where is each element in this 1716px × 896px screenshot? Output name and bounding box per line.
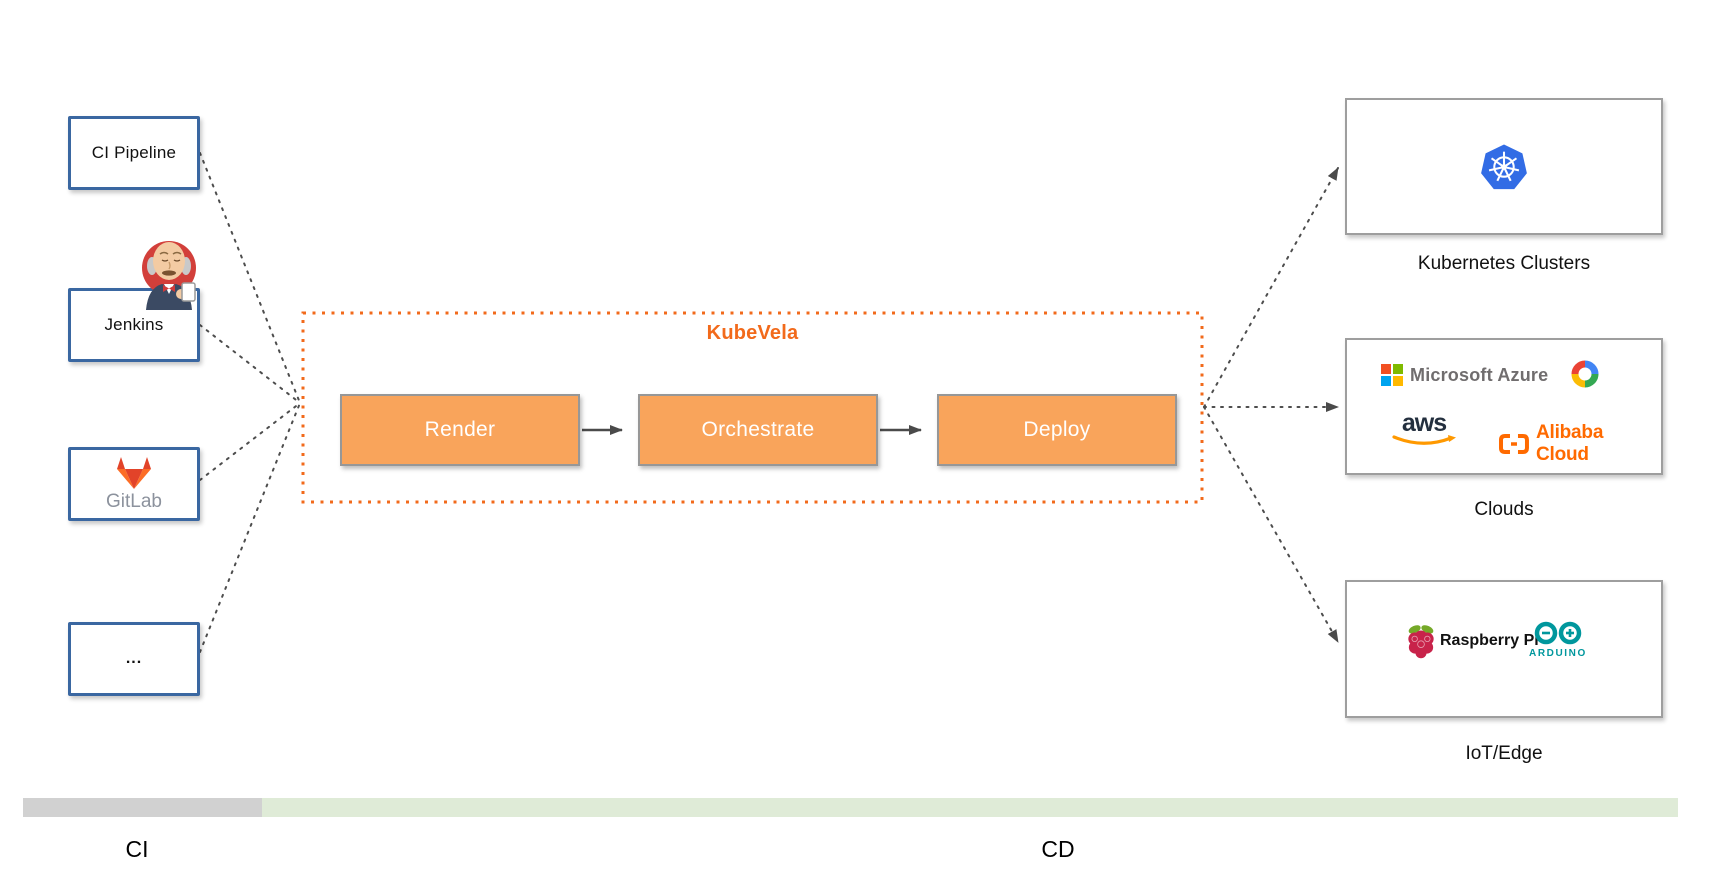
- aws-smile-icon: [1392, 435, 1456, 445]
- aws-label: aws: [1401, 409, 1447, 437]
- stage-deploy-label: Deploy: [1023, 418, 1091, 441]
- connector-kubevela-to-kubernetes: [1203, 167, 1339, 408]
- jenkins-box: Jenkins: [68, 288, 200, 362]
- connector-ci-pipeline-to-kubevela: [199, 152, 301, 404]
- clouds-caption: Clouds: [1474, 499, 1534, 520]
- stage-orchestrate-box: Orchestrate: [638, 394, 878, 466]
- arduino-logo: ARDUINO: [1529, 620, 1587, 659]
- connector-more-to-kubevela: [199, 402, 301, 653]
- arduino-icon: [1534, 621, 1582, 645]
- ci-pipeline-label: CI Pipeline: [91, 143, 177, 162]
- raspberry-pi-logo: Raspberry Pi: [1405, 622, 1539, 660]
- raspberry-pi-icon: [1408, 625, 1434, 659]
- iot-edge-caption: IoT/Edge: [1465, 743, 1543, 764]
- google-cloud-icon: [1571, 360, 1599, 388]
- cd-bar-segment: [262, 798, 1678, 817]
- ci-pipeline-box: CI Pipeline: [68, 116, 200, 190]
- kubernetes-clusters-box: [1345, 98, 1663, 235]
- stage-render-box: Render: [340, 394, 580, 466]
- alibaba-cloud-label: Alibaba Cloud: [1535, 422, 1604, 465]
- more-sources-box: ...: [68, 622, 200, 696]
- microsoft-azure-logo: Microsoft Azure: [1381, 364, 1548, 386]
- kubernetes-icon: [1481, 144, 1527, 189]
- raspberry-pi-label: Raspberry Pi: [1440, 632, 1539, 649]
- arduino-label: ARDUINO: [1529, 648, 1587, 659]
- alibaba-cloud-icon: [1498, 434, 1529, 454]
- aws-logo: aws: [1391, 409, 1457, 448]
- connector-jenkins-to-kubevela: [199, 324, 301, 404]
- gitlab-tanuki-icon: [117, 456, 151, 489]
- clouds-box: Microsoft Azure aws Alibaba Cloud: [1345, 338, 1663, 475]
- gitlab-box: GitLab: [68, 447, 200, 521]
- stage-deploy-box: Deploy: [937, 394, 1177, 466]
- more-sources-label: ...: [125, 650, 143, 667]
- microsoft-azure-label: Microsoft Azure: [1410, 364, 1549, 385]
- ci-cd-progress-bar: [23, 798, 1678, 817]
- stage-render-label: Render: [424, 418, 496, 441]
- microsoft-azure-icon: [1381, 364, 1403, 386]
- connector-kubevela-to-iot: [1203, 406, 1339, 643]
- stage-orchestrate-label: Orchestrate: [701, 418, 815, 441]
- cd-footer-label: CD: [1041, 836, 1075, 862]
- ci-bar-segment: [23, 798, 262, 817]
- jenkins-label: Jenkins: [104, 315, 164, 334]
- kubevela-title: KubeVela: [706, 322, 799, 344]
- jenkins-butler-icon: [142, 241, 196, 310]
- ci-footer-label: CI: [125, 836, 149, 862]
- gitlab-label: GitLab: [106, 490, 162, 512]
- kubernetes-clusters-caption: Kubernetes Clusters: [1417, 253, 1591, 274]
- connector-gitlab-to-kubevela: [199, 402, 301, 481]
- iot-edge-box: Raspberry Pi ARDUINO: [1345, 580, 1663, 718]
- alibaba-cloud-logo: Alibaba Cloud: [1497, 422, 1661, 466]
